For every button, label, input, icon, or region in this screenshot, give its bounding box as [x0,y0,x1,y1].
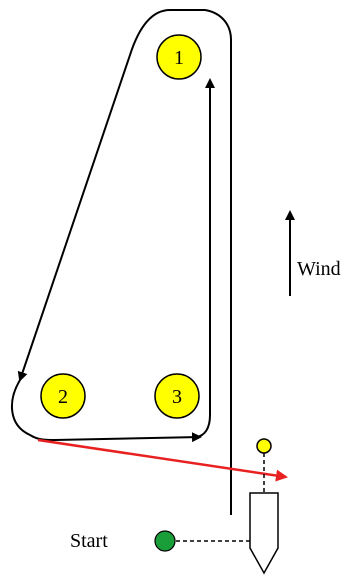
course-leg-around-mark-1-to-mark-2 [17,9,232,515]
mark-3-buoy [154,373,200,419]
wind-label: Wind [297,258,341,280]
mark-1: 1 [156,34,202,80]
course-leg-mark-2-to-mark-3 [10,379,202,443]
finish-arrow [37,438,288,482]
committee-boat-icon [249,492,279,575]
mark-2-label: 2 [58,386,68,408]
mark-1-buoy [156,34,202,80]
mark-3-label: 3 [172,386,182,408]
mark-1-label: 1 [174,47,184,69]
start-pin-buoy [154,530,176,552]
start-label: Start [70,530,108,552]
mark-2: 2 [40,373,86,419]
mark-2-buoy [40,373,86,419]
course-leg-mark-3-upwind [195,78,215,438]
finish-buoy [256,438,272,454]
mark-3: 3 [154,373,200,419]
